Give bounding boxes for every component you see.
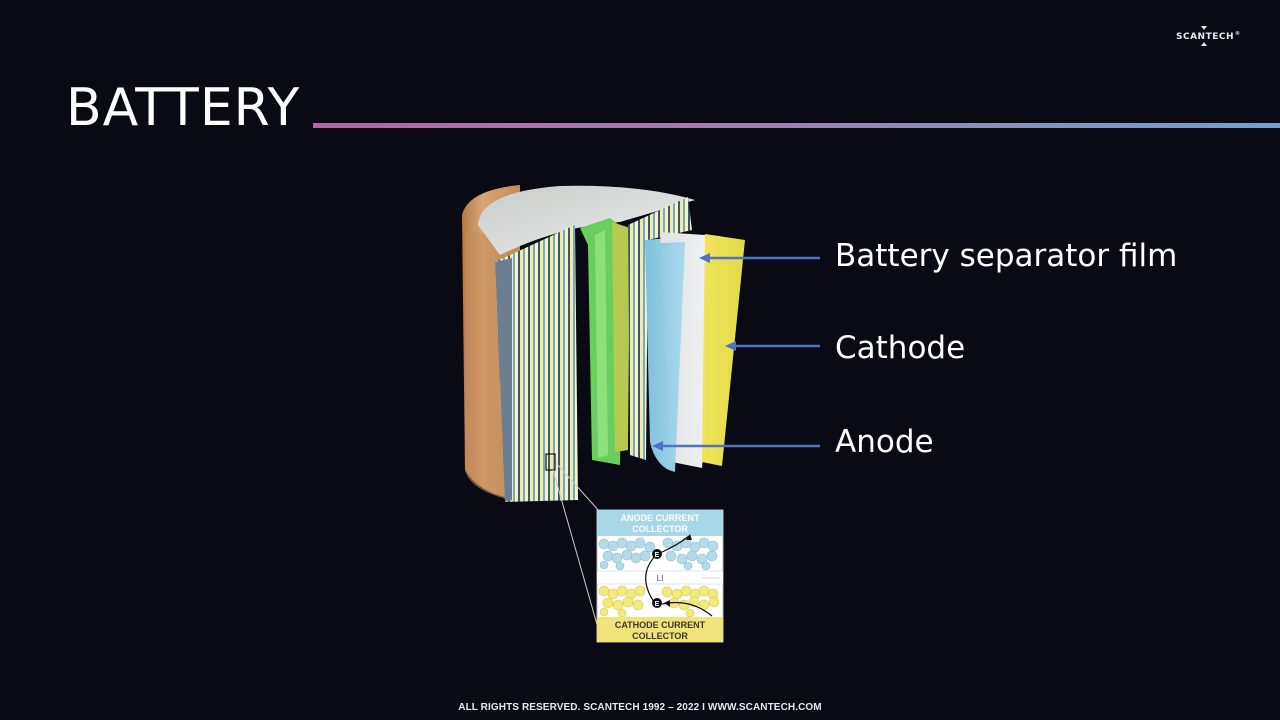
logo-triangle-down-icon: [1201, 42, 1207, 46]
anode-particles: [598, 537, 719, 571]
label-cathode: Cathode: [835, 330, 966, 366]
label-arrows: [652, 253, 820, 451]
svg-text:E: E: [655, 552, 660, 559]
copyright-footer: ALL RIGHTS RESERVED. SCANTECH 1992 – 202…: [458, 702, 822, 713]
cathode-sheet: [702, 234, 745, 466]
electrode-winding-right: [628, 197, 692, 460]
zoom-callout-lines: [545, 453, 601, 636]
arrow-separator-icon: [699, 253, 710, 263]
label-separator-film: Battery separator film: [835, 238, 1178, 274]
arrow-cathode-icon: [725, 341, 736, 351]
inset-li-label: LI: [656, 574, 663, 583]
label-anode: Anode: [835, 424, 934, 460]
battery-core: [580, 218, 630, 465]
electron-icon-bottom: [652, 598, 662, 608]
cell-detail-inset: ANODE CURRENT COLLECTOR LI: [596, 509, 724, 643]
inset-anode-label-1: ANODE CURRENT: [620, 513, 700, 523]
battery-lid: [478, 185, 695, 255]
inset-cathode-label-2: COLLECTOR: [632, 631, 688, 641]
logo-triangle-up-icon: [1201, 26, 1207, 30]
svg-text:E: E: [655, 601, 660, 608]
scantech-logo: SCANTECH®: [1176, 26, 1241, 46]
registered-mark: ®: [1235, 31, 1241, 37]
page-title: BATTERY: [66, 78, 301, 138]
logo-text: SCANTECH: [1176, 32, 1235, 42]
arrow-anode-icon: [652, 441, 663, 451]
electrode-winding-left: [495, 225, 578, 502]
electron-icon-top: [652, 549, 662, 559]
inset-anode-label-2: COLLECTOR: [632, 524, 688, 534]
cathode-particles: [598, 585, 720, 618]
title-gradient-rule: [313, 123, 1280, 128]
inset-cathode-label-1: CATHODE CURRENT: [615, 620, 706, 630]
